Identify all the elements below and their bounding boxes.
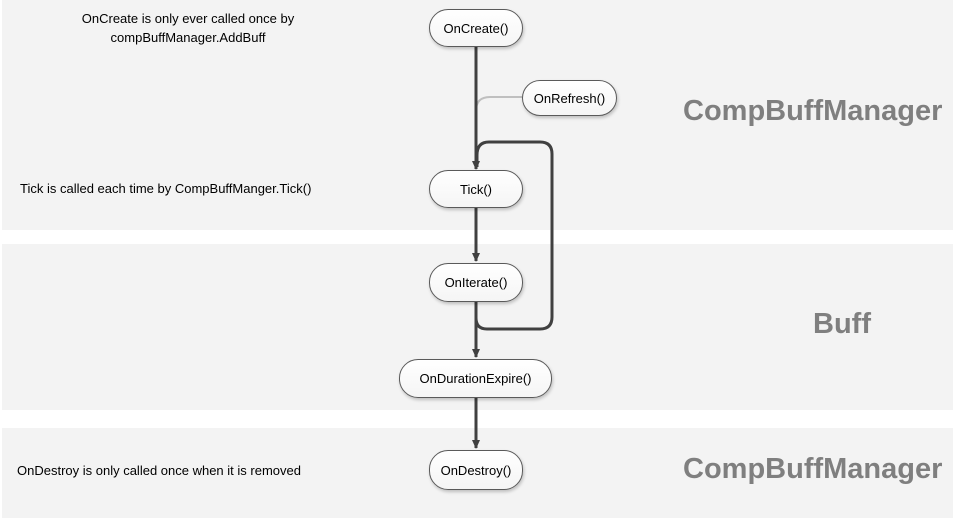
note-oncreate-line1: OnCreate is only ever called once by <box>81 11 295 26</box>
node-onrefresh: OnRefresh() <box>522 80 617 116</box>
band-title-top: CompBuffManager <box>683 95 943 127</box>
note-oncreate-line2: compBuffManager.AddBuff <box>110 30 266 45</box>
node-tick: Tick() <box>429 170 523 208</box>
node-oncreate: OnCreate() <box>429 9 523 47</box>
band-title-middle: Buff <box>813 308 871 340</box>
connector-onrefresh-to-main <box>475 96 522 112</box>
note-tick: Tick is called each time by CompBuffMang… <box>20 181 312 196</box>
node-oniterate: OnIterate() <box>429 263 523 302</box>
note-oncreate: OnCreate is only ever called once by com… <box>58 9 318 47</box>
band-title-bottom: CompBuffManager <box>683 453 943 485</box>
loop-oniterate-to-tick <box>474 140 554 331</box>
node-ondurationexpire: OnDurationExpire() <box>399 359 552 398</box>
note-ondestroy: OnDestroy is only called once when it is… <box>17 463 301 478</box>
node-ondestroy: OnDestroy() <box>429 450 523 490</box>
